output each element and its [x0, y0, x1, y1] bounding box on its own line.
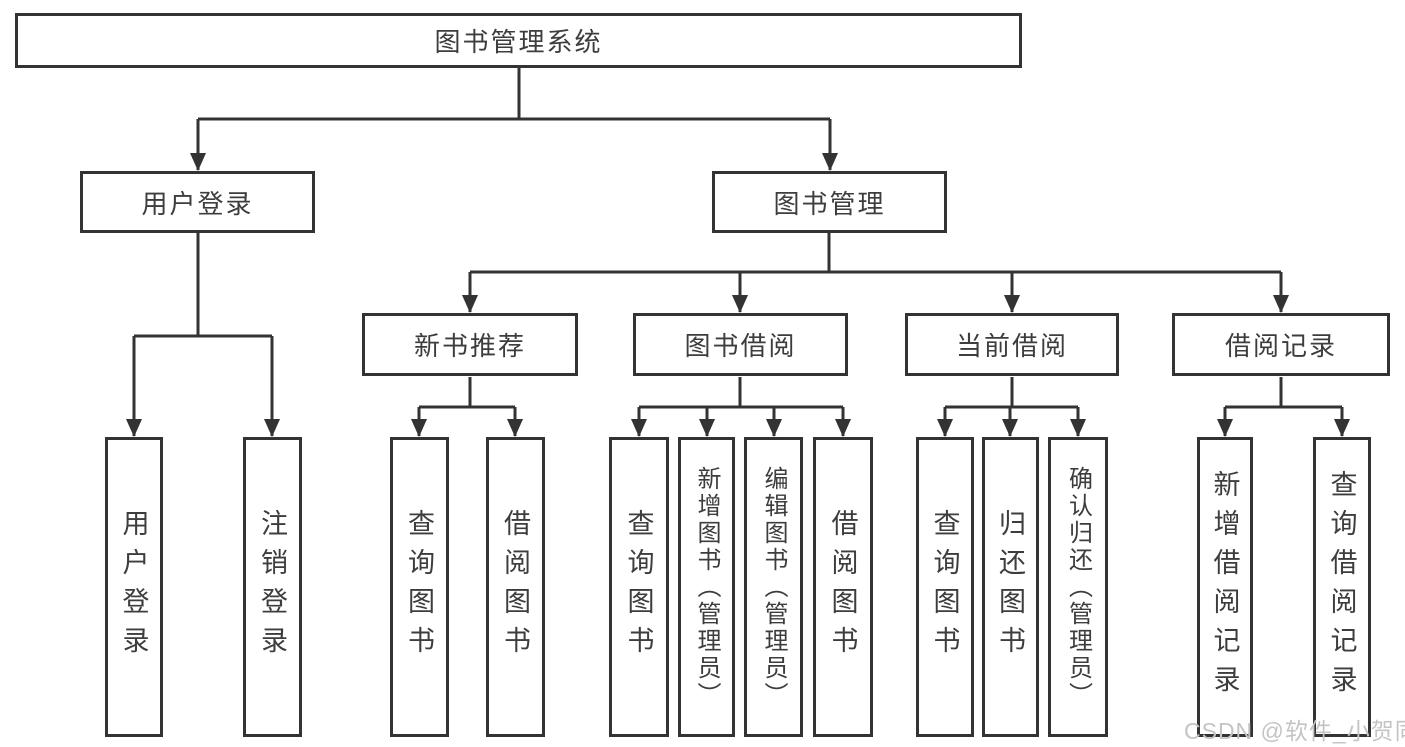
- leaf-return-books: 归还图书: [982, 437, 1039, 737]
- node-book-management: 图书管理: [712, 171, 947, 233]
- leaf-add-book-admin: 新增图书（管理员）: [678, 437, 735, 737]
- leaf-logout: 注销登录: [243, 437, 302, 737]
- csdn-watermark: CSDN @软件_小贺同学: [1184, 718, 1405, 744]
- node-book-borrow: 图书借阅: [633, 313, 848, 376]
- node-user-login: 用户登录: [80, 171, 315, 233]
- leaf-query-books-borrow: 查询图书: [609, 437, 669, 737]
- leaf-confirm-return-admin: 确认归还（管理员）: [1048, 437, 1108, 737]
- leaf-query-books-current: 查询图书: [916, 437, 974, 737]
- leaf-borrow-books-recommend: 借阅图书: [486, 437, 545, 737]
- leaf-query-borrow-record: 查询借阅记录: [1313, 437, 1371, 737]
- leaf-add-borrow-record: 新增借阅记录: [1197, 437, 1253, 737]
- connector-trunks: [134, 68, 1342, 409]
- node-borrow-records: 借阅记录: [1172, 313, 1390, 376]
- leaf-query-books-recommend: 查询图书: [390, 437, 449, 737]
- node-current-borrow: 当前借阅: [905, 313, 1119, 376]
- leaf-edit-book-admin: 编辑图书（管理员）: [744, 437, 803, 737]
- node-new-book-recommend: 新书推荐: [362, 313, 578, 376]
- node-root: 图书管理系统: [15, 13, 1022, 68]
- leaf-user-login: 用户登录: [105, 437, 163, 737]
- leaf-borrow-books-borrow: 借阅图书: [813, 437, 873, 737]
